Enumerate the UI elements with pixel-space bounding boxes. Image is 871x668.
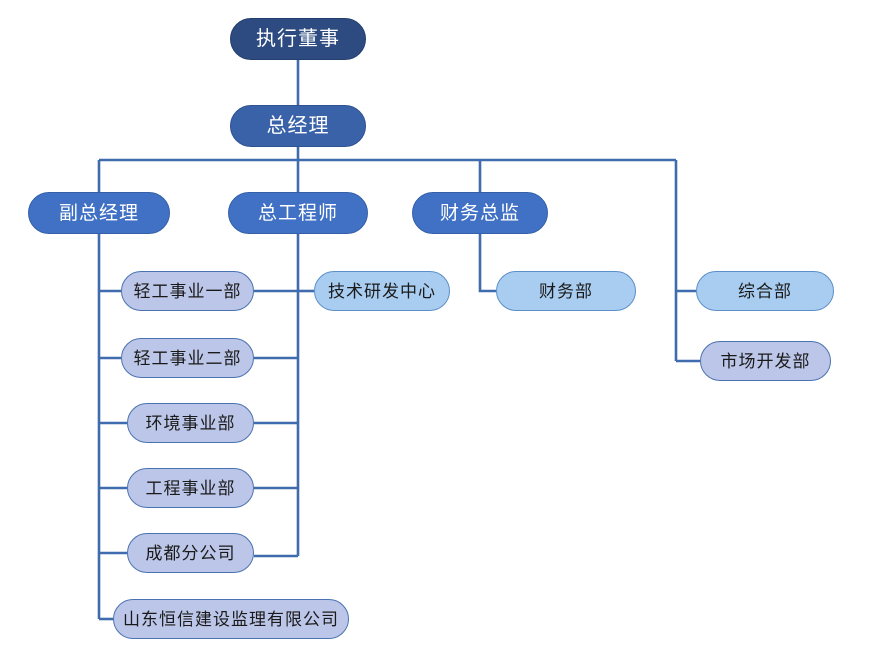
org-node-label-rd-center: 技术研发中心 — [328, 281, 436, 301]
org-node-label-engineering-div: 工程事业部 — [145, 478, 236, 498]
org-node-label-deputy-general-manager: 副总经理 — [58, 202, 139, 224]
org-node-engineering-div[interactable]: 工程事业部 — [127, 468, 254, 508]
org-node-label-finance-dept: 财务部 — [539, 281, 593, 301]
org-node-chengdu-branch[interactable]: 成都分公司 — [127, 533, 254, 573]
org-node-label-chengdu-branch: 成都分公司 — [145, 543, 236, 563]
org-node-shandong-hengxin[interactable]: 山东恒信建设监理有限公司 — [113, 599, 349, 639]
org-node-general-manager[interactable]: 总经理 — [230, 105, 366, 147]
org-node-label-general-affairs-dept: 综合部 — [738, 281, 792, 301]
org-node-label-general-manager: 总经理 — [266, 115, 330, 137]
org-node-label-market-development-dept: 市场开发部 — [720, 351, 811, 371]
org-node-label-shandong-hengxin: 山东恒信建设监理有限公司 — [123, 609, 339, 629]
org-node-environment-div[interactable]: 环境事业部 — [127, 403, 254, 443]
org-node-label-light-industry-div-1: 轻工事业一部 — [133, 281, 242, 301]
org-node-general-affairs-dept[interactable]: 综合部 — [696, 271, 834, 311]
org-node-chief-engineer[interactable]: 总工程师 — [228, 192, 368, 234]
org-node-light-industry-div-1[interactable]: 轻工事业一部 — [121, 271, 254, 311]
org-node-finance-dept[interactable]: 财务部 — [496, 271, 636, 311]
org-node-label-environment-div: 环境事业部 — [145, 413, 236, 433]
org-node-light-industry-div-2[interactable]: 轻工事业二部 — [121, 338, 254, 378]
org-node-label-finance-director: 财务总监 — [439, 202, 520, 224]
org-node-exec-director[interactable]: 执行董事 — [230, 18, 366, 60]
org-node-finance-director[interactable]: 财务总监 — [412, 192, 548, 234]
connector-fin-to-fin-dept — [478, 234, 496, 293]
org-node-market-development-dept[interactable]: 市场开发部 — [700, 341, 831, 381]
org-node-rd-center[interactable]: 技术研发中心 — [314, 271, 450, 311]
org-node-label-chief-engineer: 总工程师 — [257, 202, 338, 224]
org-node-label-light-industry-div-2: 轻工事业二部 — [133, 348, 242, 368]
org-node-label-exec-director: 执行董事 — [256, 28, 340, 50]
org-node-deputy-general-manager[interactable]: 副总经理 — [28, 192, 170, 234]
